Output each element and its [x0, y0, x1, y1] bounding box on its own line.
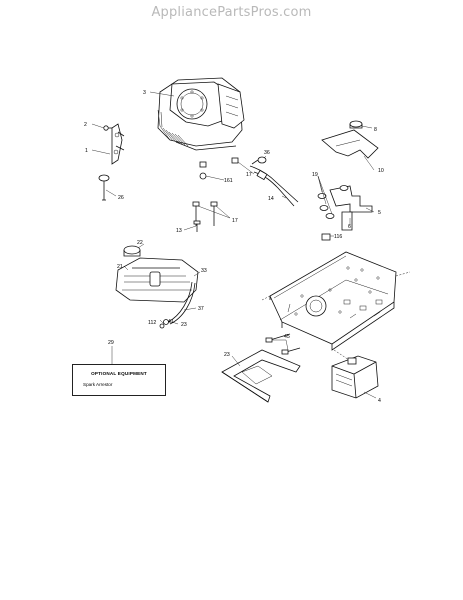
callout-17-lower: 17: [232, 218, 238, 224]
callout-13: 13: [176, 228, 182, 234]
spark-arrestor-item[interactable]: Spark Arrestor: [83, 382, 113, 387]
callout-23-tank: 23: [181, 322, 187, 328]
callout-3: 3: [143, 90, 146, 96]
callout-37: 37: [198, 306, 204, 312]
callout-8: 8: [374, 127, 377, 133]
callout-21: 21: [117, 264, 123, 270]
callout-19: 19: [312, 172, 318, 178]
heat-shield-part[interactable]: [321, 120, 379, 159]
mounting-hardware-part[interactable]: [192, 157, 239, 232]
callout-41: 41: [168, 319, 174, 325]
fuel-tank-part[interactable]: [115, 245, 199, 329]
callout-5: 5: [378, 210, 381, 216]
callout-labels: 3 2 1 26 36 161 17 14 17 13 8 10 19 5 6 …: [84, 90, 384, 404]
callout-23-bracket: 23: [224, 352, 230, 358]
exhaust-manifold-part[interactable]: [317, 185, 373, 241]
muffler-part[interactable]: [331, 355, 379, 399]
callout-1: 1: [85, 148, 88, 154]
dipstick-part[interactable]: [98, 174, 110, 201]
muffler-bracket-part[interactable]: [221, 333, 301, 403]
optional-equipment-title: OPTIONAL EQUIPMENT: [91, 371, 147, 376]
callout-10: 10: [378, 168, 384, 174]
callout-33: 33: [201, 268, 207, 274]
engine-mounting-plate-part[interactable]: [261, 251, 411, 363]
engine-part[interactable]: [157, 77, 245, 151]
callout-116: 116: [334, 234, 342, 240]
callout-6: 6: [348, 224, 351, 230]
callout-26: 26: [118, 195, 124, 201]
optional-equipment-box: OPTIONAL EQUIPMENT Spark Arrestor: [72, 364, 166, 396]
callout-17-upper: 17: [246, 172, 252, 178]
leader-lines: [91, 91, 377, 399]
exhaust-pipe-part[interactable]: [249, 156, 299, 207]
callout-22: 22: [137, 240, 143, 246]
callout-29: 29: [108, 340, 114, 346]
callout-36: 36: [264, 150, 270, 156]
callout-14: 14: [268, 196, 274, 202]
callout-2: 2: [84, 122, 87, 128]
site-watermark: AppliancePartsPros.com: [151, 5, 312, 20]
throttle-bracket-part[interactable]: [103, 123, 125, 165]
callout-112: 112: [148, 320, 156, 326]
callout-4: 4: [378, 398, 381, 404]
callout-161: 161: [224, 178, 233, 184]
callout-45: 45: [284, 334, 290, 340]
